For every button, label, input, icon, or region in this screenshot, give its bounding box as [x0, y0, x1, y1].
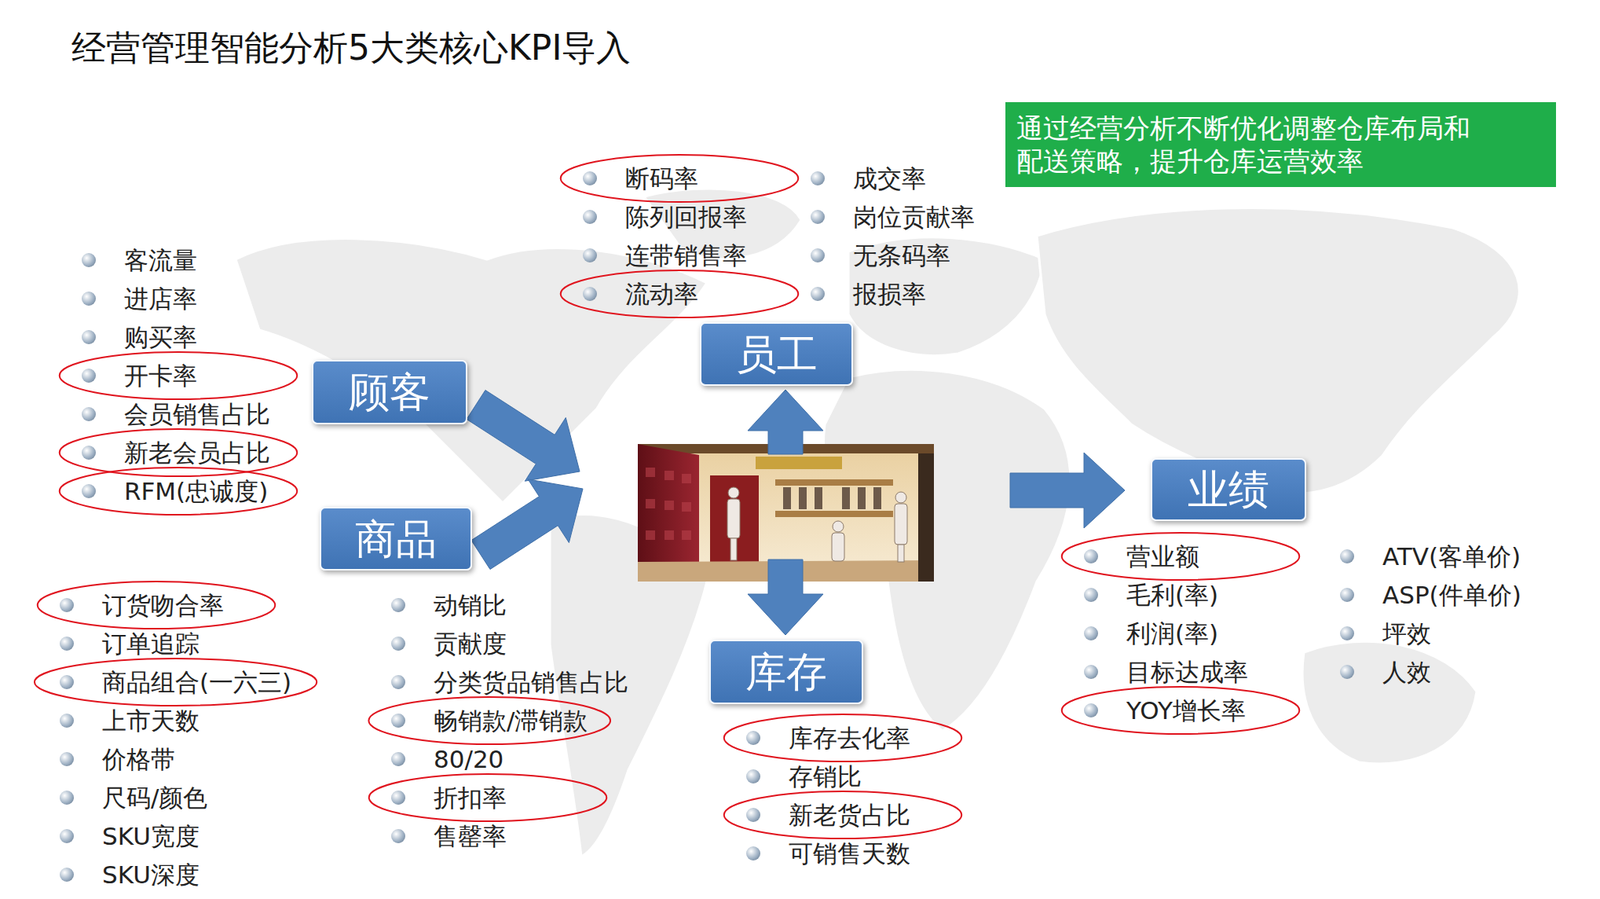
kpi-item: 坪效 — [1382, 618, 1432, 648]
category-label: 顾客 — [348, 368, 431, 416]
block-arrow — [1010, 452, 1125, 528]
kpi-item: 可销售天数 — [788, 838, 911, 868]
category-label: 业绩 — [1187, 465, 1270, 513]
kpi-item: 库存去化率 — [788, 723, 911, 752]
kpi-item: SKU深度 — [102, 860, 200, 889]
kpi-item: 折扣率 — [433, 783, 507, 812]
kpi-item: 会员销售占比 — [124, 399, 271, 429]
category-box: 商品 — [319, 506, 473, 571]
kpi-item: 分类货品销售占比 — [433, 667, 629, 696]
highlight-ellipse — [369, 773, 608, 821]
kpi-item: SKU宽度 — [102, 821, 200, 850]
kpi-item: 上市天数 — [102, 706, 200, 735]
kpi-item: 断码率 — [625, 164, 699, 193]
kpi-item: ASP(件单价) — [1382, 580, 1522, 609]
kpi-item: 畅销款/滞销款 — [433, 706, 588, 735]
kpi-item: 新老会员占比 — [124, 438, 271, 467]
highlight-ellipse — [59, 467, 298, 515]
page-title: 经营管理智能分析5大类核心KPI导入 — [71, 26, 631, 70]
kpi-item: 新老货占比 — [788, 800, 911, 829]
kpi-item: 动销比 — [433, 590, 507, 619]
kpi-item: 陈列回报率 — [625, 202, 747, 231]
kpi-item: 订货吻合率 — [102, 590, 224, 619]
kpi-item: 进店率 — [124, 284, 198, 313]
kpi-item: 80/20 — [433, 744, 504, 773]
note-text: 通过经营分析不断优化调整仓库布局和配送策略，提升仓库运营效率 — [1016, 111, 1482, 178]
kpi-item: 贡献度 — [433, 629, 507, 658]
category-label: 员工 — [735, 330, 818, 378]
category-box: 员工 — [699, 322, 854, 386]
kpi-item: 开卡率 — [124, 361, 198, 390]
highlight-ellipses — [34, 154, 1300, 839]
kpi-item: 价格带 — [102, 744, 176, 773]
kpi-item: 报损率 — [853, 279, 927, 308]
block-arrow — [747, 389, 824, 455]
highlight-ellipse — [34, 658, 317, 706]
highlight-ellipse — [724, 713, 963, 762]
kpi-item: 目标达成率 — [1126, 657, 1249, 686]
kpi-item: 成交率 — [853, 164, 927, 193]
category-box: 业绩 — [1150, 457, 1307, 521]
highlight-ellipse — [59, 428, 298, 476]
category-box: 顾客 — [311, 359, 468, 425]
block-arrow — [747, 559, 824, 635]
kpi-item: 售罄率 — [433, 821, 507, 850]
kpi-item: 客流量 — [124, 245, 198, 275]
highlight-ellipse — [560, 154, 799, 202]
highlight-ellipse — [560, 270, 799, 318]
kpi-item: 营业额 — [1126, 541, 1200, 571]
kpi-item: 连带销售率 — [625, 241, 747, 270]
block-arrow — [471, 479, 583, 570]
highlight-ellipse — [1061, 686, 1300, 734]
note-box: 通过经营分析不断优化调整仓库布局和配送策略，提升仓库运营效率 — [1005, 102, 1557, 187]
category-label: 库存 — [745, 648, 828, 696]
block-arrow — [466, 390, 580, 482]
kpi-item: 无条码率 — [853, 241, 951, 270]
kpi-item: 尺码/颜色 — [102, 783, 208, 812]
continents — [235, 188, 1520, 857]
kpi-item: 流动率 — [625, 279, 699, 308]
kpi-item: ATV(客单价) — [1382, 541, 1521, 571]
category-label: 商品 — [355, 515, 437, 563]
kpi-item: YOY增长率 — [1126, 695, 1246, 725]
kpi-item: 毛利(率) — [1126, 580, 1219, 609]
kpi-item: 人效 — [1382, 657, 1432, 686]
kpi-item: 利润(率) — [1126, 618, 1219, 648]
kpi-item: 商品组合(一六三) — [102, 667, 292, 696]
highlight-ellipse — [37, 581, 276, 629]
kpi-item: 购买率 — [124, 322, 198, 352]
kpi-item: 订单追踪 — [102, 629, 200, 658]
highlight-ellipse — [59, 351, 298, 400]
kpi-item: 岗位贡献率 — [853, 202, 975, 231]
highlight-ellipse — [1061, 532, 1300, 580]
flow-arrows — [466, 389, 1125, 635]
highlight-ellipse — [368, 696, 611, 744]
kpi-item: RFM(忠诚度) — [124, 476, 268, 506]
kpi-item: 存销比 — [788, 761, 862, 791]
category-box: 库存 — [709, 639, 864, 704]
highlight-ellipse — [724, 790, 963, 839]
